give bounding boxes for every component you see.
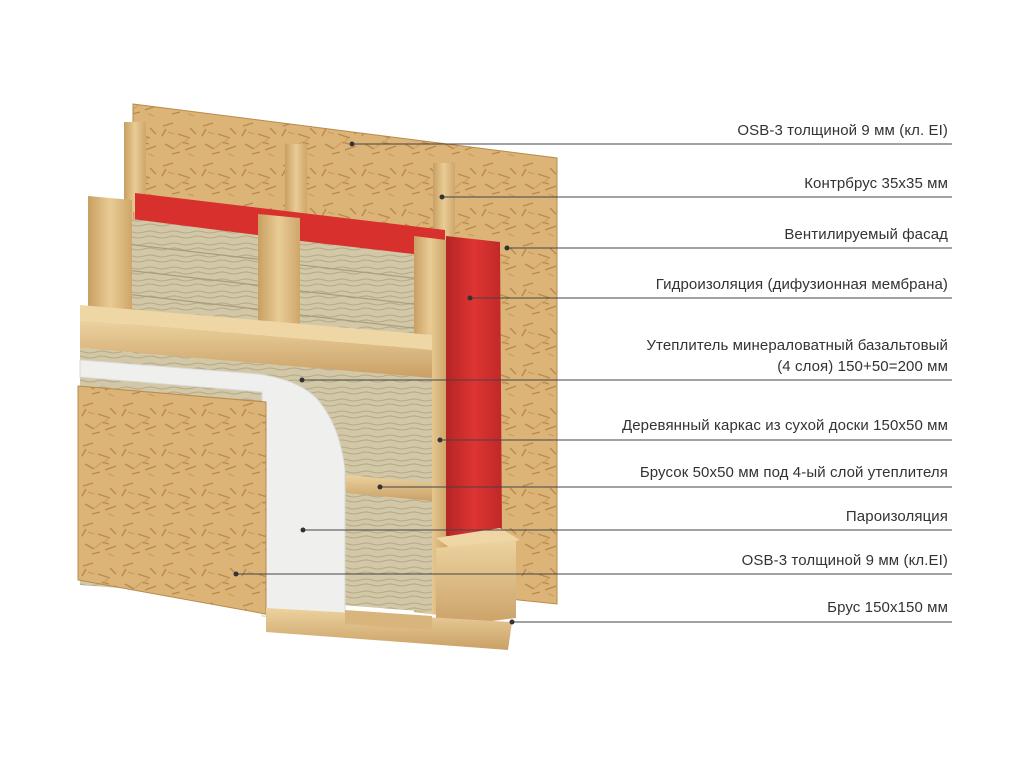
label-osb-inner: OSB-3 толщиной 9 мм (кл.EI) — [741, 552, 948, 569]
leader-lines — [236, 143, 952, 623]
counter-batten-2 — [285, 144, 307, 234]
label-insulation-line1: Утеплитель минераловатный базальтовый — [646, 337, 948, 354]
label-waterproofing: Гидроизоляция (дифузионная мембрана) — [655, 276, 948, 293]
label-wooden-frame: Деревянный каркас из сухой доски 150х50 … — [621, 417, 948, 434]
label-vapor-barrier: Пароизоляция — [845, 508, 948, 525]
label-beam-150x150: Брус 150х150 мм — [827, 599, 948, 616]
horizontal-plate-top — [80, 305, 432, 350]
label-counter-batten: Контрбрус 35х35 мм — [804, 175, 948, 192]
horizontal-plate-front — [80, 320, 432, 378]
front-osb-sheet — [77, 385, 267, 615]
insulation-upper-left — [108, 216, 265, 325]
membrane-vertical — [446, 236, 502, 538]
label-batten-50x50: Брусок 50х50 мм под 4-ый слой утеплителя — [639, 464, 948, 481]
counter-batten-1 — [124, 122, 146, 212]
batten-50x50 — [346, 475, 432, 501]
label-insulation-line2: (4 слоя) 150+50=200 мм — [777, 358, 948, 375]
bottom-sill-plate-2 — [345, 610, 432, 630]
frame-post-middle — [258, 214, 300, 330]
leader-dots — [233, 141, 515, 625]
vapor-barrier — [79, 359, 346, 627]
frame-post-left — [88, 196, 132, 312]
bottom-beam-side — [436, 540, 516, 628]
counter-batten-3 — [433, 163, 455, 251]
bottom-sill-plate — [266, 608, 512, 650]
insulation-upper-right — [275, 238, 430, 345]
label-osb-outer: OSB-3 толщиной 9 мм (кл. EI) — [737, 122, 948, 139]
label-ventilated-facade: Вентилируемый фасад — [784, 226, 948, 243]
